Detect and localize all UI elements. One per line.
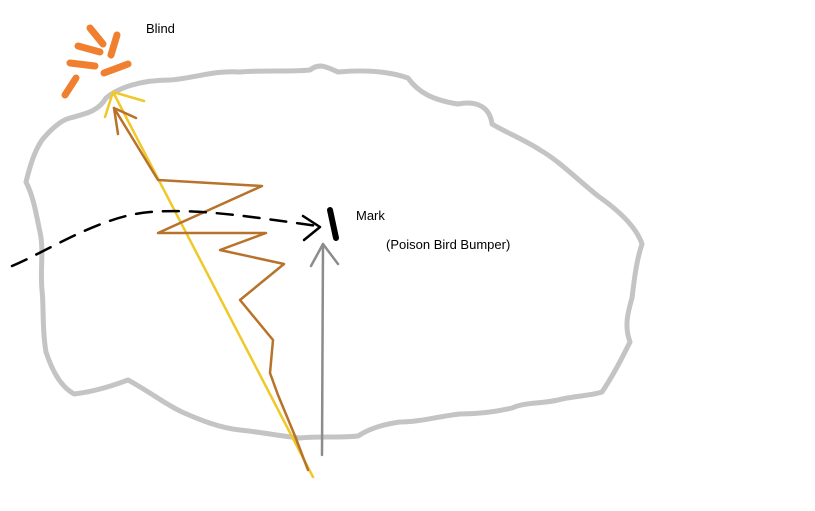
dashed-path	[10, 209, 322, 268]
label-blind: Blind	[146, 21, 175, 36]
mark-bar-icon	[327, 207, 339, 241]
brown-zigzag-path	[112, 106, 310, 472]
label-bumper: (Poison Bird Bumper)	[386, 237, 510, 252]
area-outline	[23, 63, 645, 441]
label-mark: Mark	[356, 208, 385, 223]
sunburst-icon	[61, 24, 132, 99]
yellow-path	[103, 90, 315, 479]
gray-path	[309, 242, 340, 457]
